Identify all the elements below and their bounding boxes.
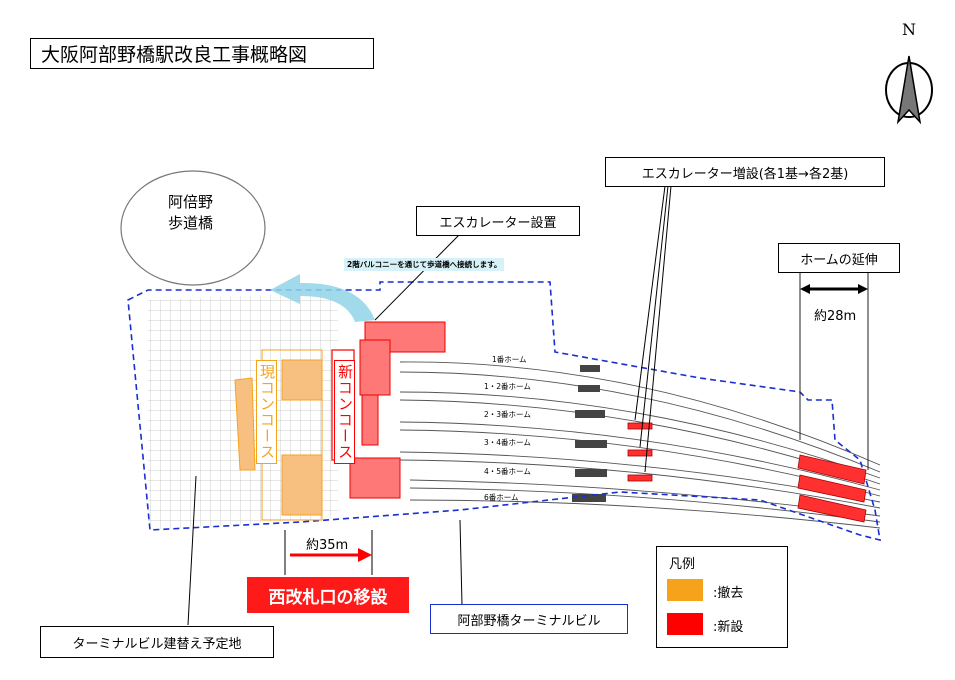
extend-length-label: 約28m — [814, 309, 857, 324]
platform-label: 4・5番ホーム — [484, 467, 531, 476]
escalator-install-callout: エスカレーター設置 — [416, 206, 580, 236]
platform-label: 1・2番ホーム — [484, 382, 531, 391]
balcony-note: 2階バルコニーを通じて歩道橋へ接続します。 — [344, 258, 505, 271]
new-concourse-label: 新コンコース — [334, 360, 355, 464]
platform-label: 3・4番ホーム — [484, 438, 531, 447]
west-gate-move-label: 西改札口の移設 — [247, 577, 409, 613]
legend-label-new: :新設 — [713, 620, 744, 635]
legend-swatch-removal — [667, 579, 703, 601]
bridge-label: 阿倍野 歩道橋 — [168, 192, 213, 234]
terminal-building-label: 阿部野橋ターミナルビル — [430, 604, 628, 634]
legend-label-removal: :撤去 — [713, 586, 744, 601]
legend-swatch-new — [667, 613, 703, 635]
bridge-circle — [120, 170, 266, 286]
terminal-boundary — [127, 281, 881, 542]
rebuild-site-label: ターミナルビル建替え予定地 — [40, 626, 274, 658]
platform-label: 1番ホーム — [492, 355, 527, 364]
old-concourse-label: 現コンコース — [256, 360, 277, 464]
legend-title: 凡例 — [669, 557, 696, 572]
legend: 凡例 :撤去 :新設 — [656, 546, 788, 648]
bridge-label-line1: 阿倍野 — [168, 193, 214, 211]
balcony-arrow — [270, 274, 375, 322]
platform-label: 2・3番ホーム — [484, 410, 531, 419]
escalator-add-callout: エスカレーター増設(各1基→各2基) — [605, 157, 885, 187]
platform-extend-callout: ホームの延伸 — [778, 243, 900, 273]
bridge-label-line2: 歩道橋 — [168, 214, 214, 232]
move-length-label: 約35m — [306, 538, 349, 553]
platform-label: 6番ホーム — [484, 493, 519, 502]
diagram-title: 大阪阿部野橋駅改良工事概略図 — [30, 38, 374, 69]
north-label: N — [902, 20, 916, 39]
